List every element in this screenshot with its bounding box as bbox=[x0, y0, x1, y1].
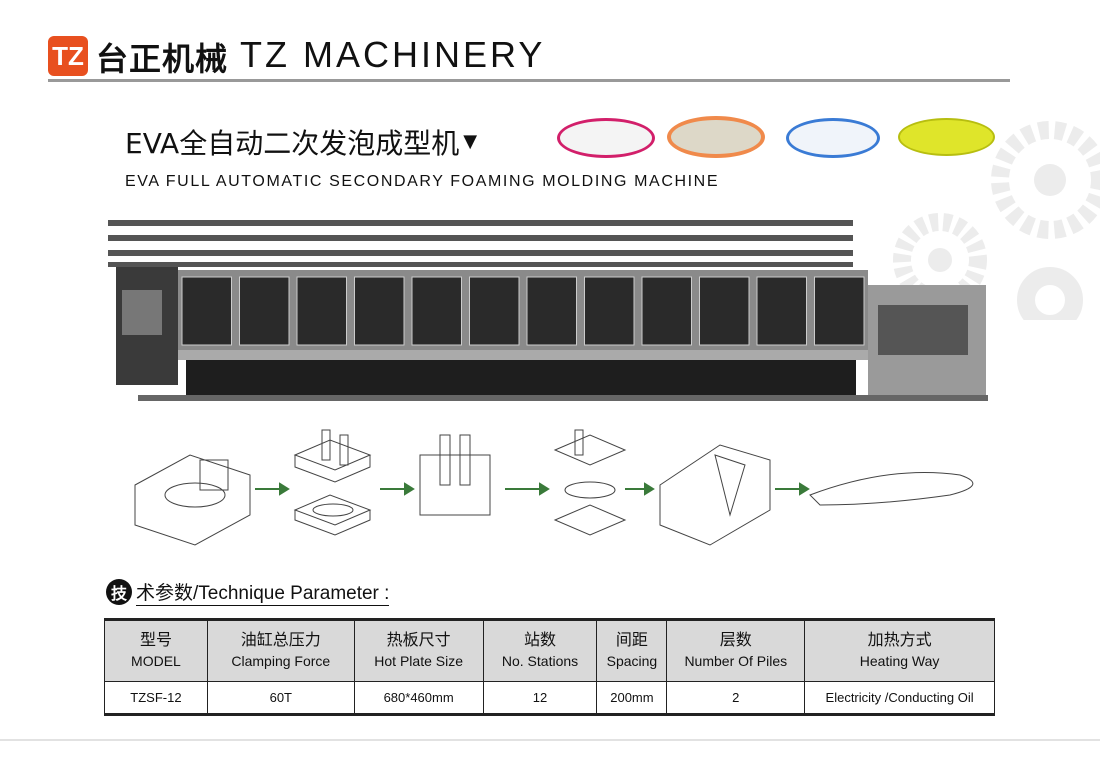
brand-name-en: TZ MACHINERY bbox=[240, 34, 546, 75]
machine-image bbox=[108, 220, 988, 401]
cell-model: TZSF-12 bbox=[104, 681, 208, 716]
machine-station bbox=[699, 276, 750, 346]
cell-spacing: 200mm bbox=[596, 681, 668, 716]
product-title-en: EVA FULL AUTOMATIC SECONDARY FOAMING MOL… bbox=[125, 173, 720, 190]
footer-divider bbox=[0, 739, 1100, 741]
title-text: EVA全自动二次发泡成型机 bbox=[125, 127, 460, 160]
triangle-down-icon: ▼ bbox=[463, 131, 478, 152]
technique-parameter-heading: 技 术参数/Technique Parameter : bbox=[106, 578, 390, 606]
product-title-cn: EVA全自动二次发泡成型机▼ bbox=[125, 122, 477, 162]
machine-station bbox=[814, 276, 865, 346]
brand-name-cn: 台正机械 bbox=[96, 40, 229, 78]
cell-clamping-force: 60T bbox=[206, 681, 355, 716]
machine-station bbox=[296, 276, 347, 346]
machine-station bbox=[469, 276, 520, 346]
sole-image-pink bbox=[557, 118, 655, 158]
machine-station bbox=[641, 276, 692, 346]
cell-heating-way: Electricity /Conducting Oil bbox=[804, 681, 995, 716]
technique-parameter-title: 术参数/Technique Parameter : bbox=[136, 578, 390, 606]
cell-piles: 2 bbox=[666, 681, 806, 716]
machine-station bbox=[181, 276, 232, 346]
cell-stations: 12 bbox=[482, 681, 598, 716]
cell-hot-plate-size: 680*460mm bbox=[353, 681, 484, 716]
brand-logo: TZ bbox=[48, 36, 88, 76]
machine-station bbox=[526, 276, 577, 346]
machine-station bbox=[354, 276, 405, 346]
sole-image-blue bbox=[786, 118, 880, 158]
machine-station bbox=[239, 276, 290, 346]
machine-station bbox=[411, 276, 462, 346]
table-row: TZSF-12 60T 680*460mm 12 200mm 2 Electri… bbox=[104, 681, 995, 716]
sole-image-orange bbox=[667, 116, 765, 158]
tech-char-badge: 技 bbox=[106, 579, 132, 605]
machine-station bbox=[584, 276, 635, 346]
sole-image-yellow bbox=[898, 118, 995, 156]
header-divider bbox=[48, 79, 1010, 82]
machine-station bbox=[756, 276, 807, 346]
process-diagram bbox=[134, 429, 974, 546]
